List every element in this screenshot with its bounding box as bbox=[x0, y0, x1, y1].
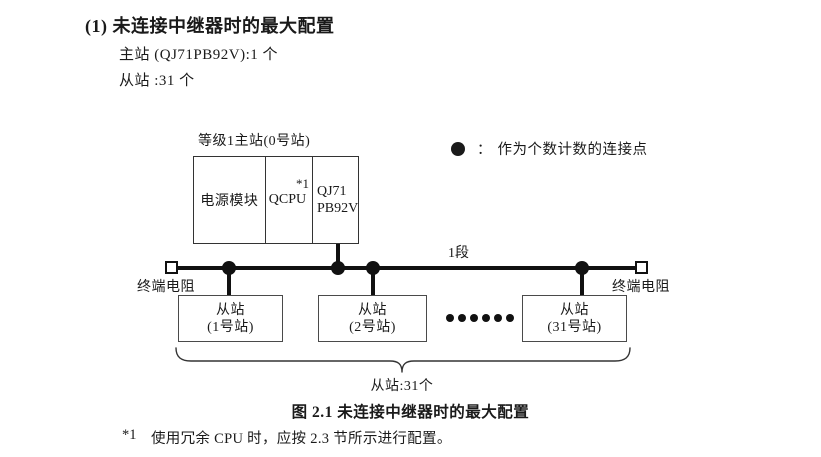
slave31-station-no: (31号站) bbox=[547, 319, 602, 335]
qcpu-footnote-ref: *1 bbox=[296, 176, 309, 191]
terminator-right-icon bbox=[635, 261, 648, 274]
terminator-left-label: 终端电阻 bbox=[137, 280, 195, 295]
slave2-label: 从站 bbox=[358, 302, 387, 318]
figure-caption: 图 2.1 未连接中继器时的最大配置 bbox=[291, 404, 530, 421]
slave2-drop-line bbox=[371, 268, 375, 295]
legend: ： 作为个数计数的连接点 bbox=[451, 138, 648, 159]
legend-label: 作为个数计数的连接点 bbox=[497, 142, 648, 158]
qcpu-label: QCPU bbox=[268, 192, 307, 207]
connection-dot-icon bbox=[451, 141, 465, 156]
terminator-left-icon bbox=[165, 261, 178, 274]
master-drop-line bbox=[336, 244, 340, 268]
footnote-text: 使用冗余 CPU 时，应按 2.3 节所示进行配置。 bbox=[151, 431, 452, 447]
power-module-cell: 电源模块 bbox=[200, 194, 259, 209]
legend-separator: ： bbox=[477, 142, 492, 158]
master-count-line: 主站 (QJ71PB92V):1 个 bbox=[119, 47, 279, 63]
slave-box-2: 从站 (2号站) bbox=[318, 295, 427, 342]
slave1-station-no: (1号站) bbox=[207, 319, 254, 335]
master-station-box: 电源模块 QCPU *1 QJ71 PB92V bbox=[193, 156, 359, 244]
qj71-line1: QJ71 bbox=[317, 184, 347, 199]
brace-icon bbox=[175, 347, 631, 373]
slave1-label: 从站 bbox=[216, 302, 245, 318]
segment-label: 1段 bbox=[448, 246, 469, 261]
bus-line bbox=[177, 266, 636, 270]
slave1-drop-line bbox=[227, 268, 231, 295]
slave2-station-no: (2号站) bbox=[349, 319, 396, 335]
page-title: (1) 未连接中继器时的最大配置 bbox=[85, 16, 335, 36]
qcpu-cell: QCPU *1 bbox=[264, 157, 312, 243]
qj71pb92v-cell: QJ71 PB92V bbox=[312, 157, 358, 243]
footnote-marker: *1 bbox=[122, 427, 137, 443]
slave31-label: 从站 bbox=[560, 302, 589, 318]
terminator-right-label: 终端电阻 bbox=[612, 280, 670, 295]
slave31-drop-line bbox=[580, 268, 584, 295]
qj71-line2: PB92V bbox=[317, 201, 359, 216]
master-station-label: 等级1主站(0号站) bbox=[198, 134, 311, 149]
slave-box-1: 从站 (1号站) bbox=[178, 295, 283, 342]
slave-count-line: 从站 :31 个 bbox=[119, 73, 195, 89]
ellipsis-dots-icon bbox=[446, 314, 514, 322]
connection-dot-icon bbox=[331, 261, 345, 275]
brace-label: 从站:31个 bbox=[370, 379, 434, 394]
slave-box-31: 从站 (31号站) bbox=[522, 295, 627, 342]
